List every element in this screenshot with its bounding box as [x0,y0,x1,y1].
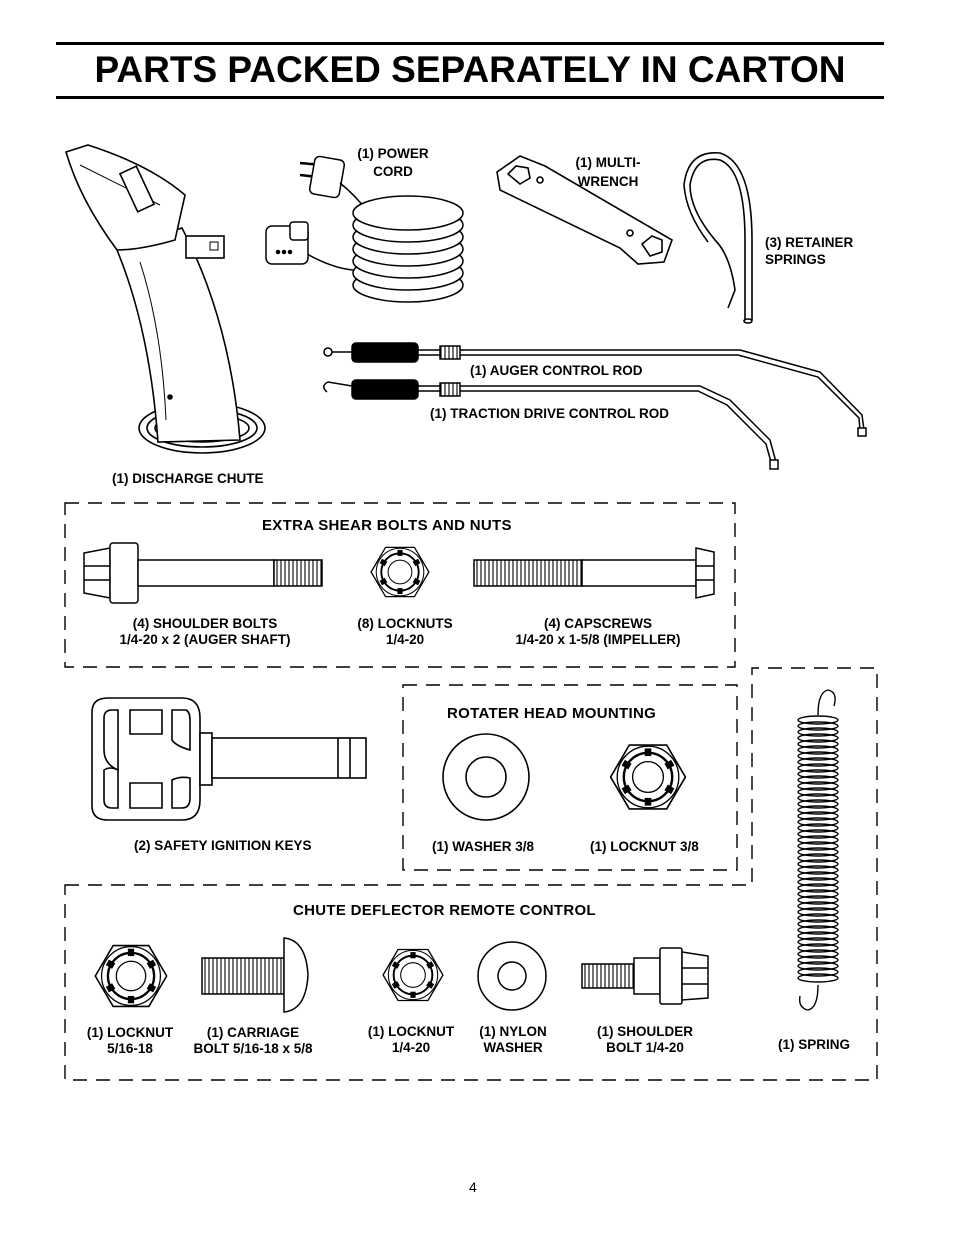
shear-heading: EXTRA SHEAR BOLTS AND NUTS [262,517,512,534]
locknut-516-drawing [94,944,168,1008]
locknut-rotater-drawing [609,743,687,811]
multi-wrench-label: (1) MULTI-WRENCH [575,155,641,189]
locknut-shear-drawing [370,546,430,598]
capscrew-drawing [473,547,715,599]
locknut-38-label: (1) LOCKNUT 3/8 [590,839,699,854]
retainer-spring-drawing [683,152,753,324]
rotater-head-box [402,684,738,871]
shoulder-bolt-small-drawing [581,947,709,1005]
multi-wrench-drawing [496,155,673,265]
discharge-chute-label: (1) DISCHARGE CHUTE [112,471,264,486]
spring-label: (1) SPRING [778,1037,851,1052]
washer-label: (1) WASHER 3/8 [432,839,535,854]
nylon-washer-drawing [477,941,547,1011]
chute-deflector-heading: CHUTE DEFLECTOR REMOTE CONTROL [293,902,596,919]
title-rule-top [56,42,884,45]
page-title: PARTS PACKED SEPARATELY IN CARTON [94,49,846,90]
traction-drive-rod-drawing [323,379,779,470]
title-rule-bottom [56,96,884,99]
discharge-chute-drawing [65,144,266,454]
ignition-key-drawing [91,697,367,821]
shear-bolts-box [64,502,736,668]
auger-control-rod-drawing [323,342,867,437]
auger-control-rod-label: (1) AUGER CONTROL ROD [470,363,643,378]
traction-drive-rod-label: (1) TRACTION DRIVE CONTROL ROD [430,406,669,421]
carriage-bolt-drawing [201,937,309,1013]
spring-drawing [797,689,839,1011]
locknut-14-drawing [382,948,444,1002]
rotater-heading: ROTATER HEAD MOUNTING [447,705,657,722]
page-number: 4 [469,1179,477,1195]
washer-drawing [442,733,530,821]
power-cord-drawing [265,155,464,303]
ignition-keys-label: (2) SAFETY IGNITION KEYS [134,838,312,853]
shoulder-bolt-drawing [83,542,323,604]
